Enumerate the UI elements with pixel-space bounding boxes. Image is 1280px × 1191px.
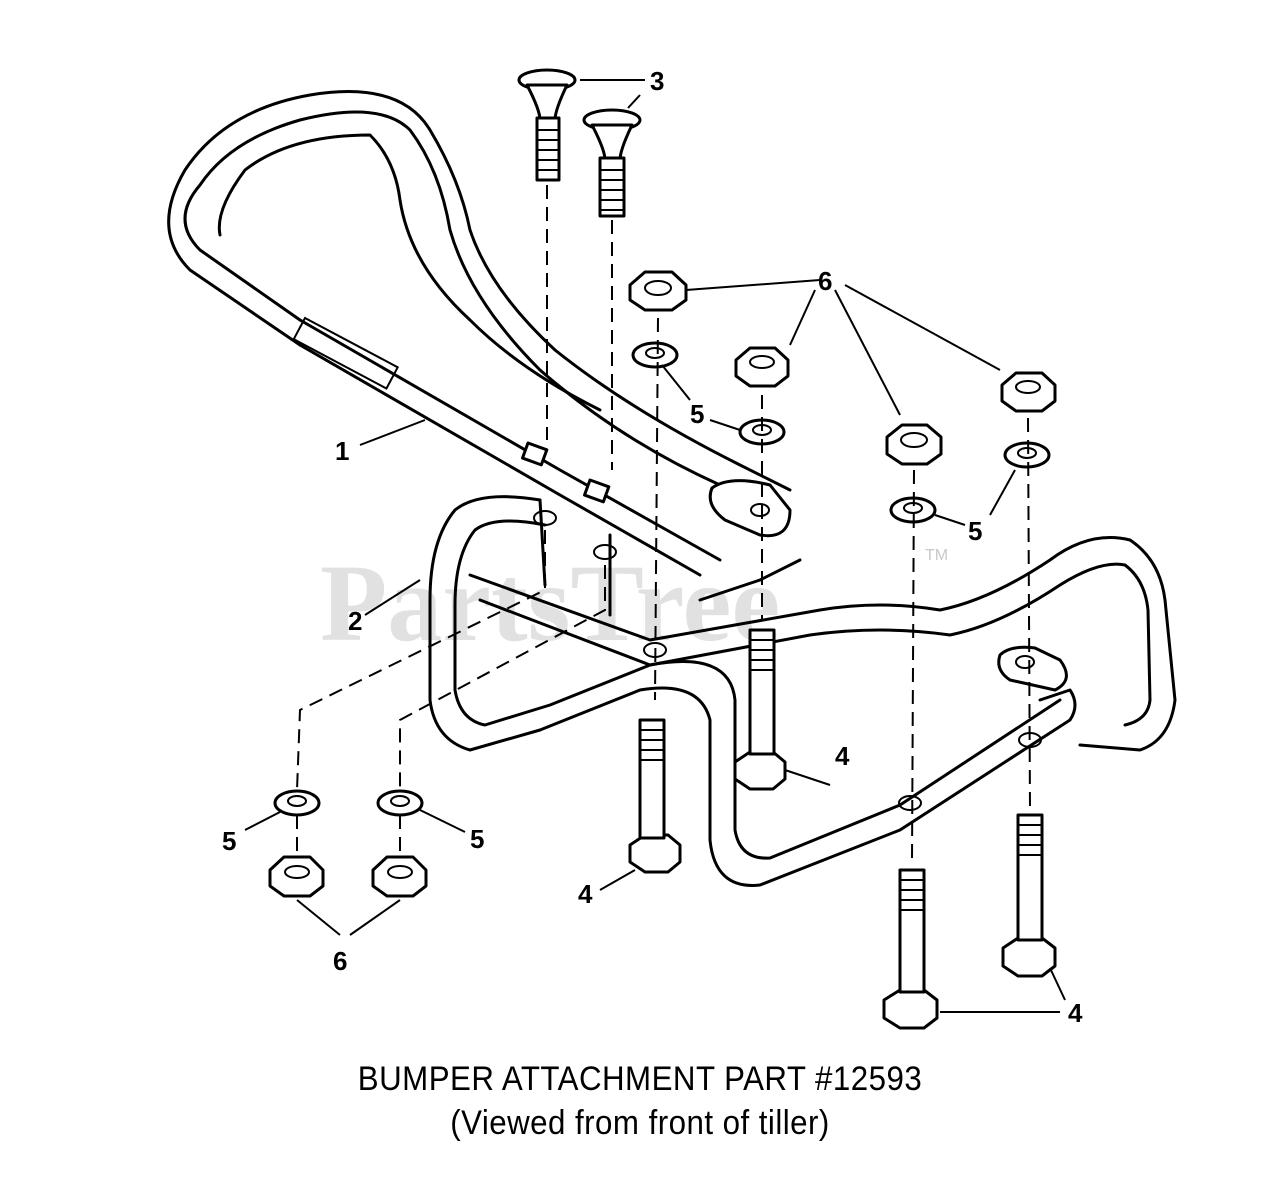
- leader-lines: [244, 79, 1066, 1013]
- lock-washer-5f: [376, 789, 424, 817]
- hex-bolt-4c: [882, 868, 939, 1030]
- callout-5-lower-center: 5: [470, 824, 484, 854]
- watermark-trademark: TM: [925, 547, 948, 564]
- hex-nut-6f: [371, 855, 428, 898]
- upper-bumper-bar: [167, 90, 792, 577]
- hex-nut-6b: [734, 346, 790, 388]
- callout-4-right: 4: [1068, 998, 1083, 1028]
- lower-bumper-frame: [428, 495, 1177, 887]
- callout-3: 3: [650, 66, 664, 96]
- caption-subtitle: (Viewed from front of tiller): [450, 1104, 830, 1142]
- callout-5-upper: 5: [690, 399, 704, 429]
- hex-nut-6d: [1000, 371, 1057, 413]
- lock-washer-5e: [273, 789, 321, 817]
- hex-nut-6c: [885, 423, 943, 466]
- hex-bolt-4d: [1001, 813, 1057, 978]
- callout-4-center: 4: [835, 741, 850, 771]
- callout-2: 2: [348, 606, 362, 636]
- hex-nut-6e: [268, 855, 325, 898]
- lock-washer-5a: [631, 341, 679, 369]
- caption-title: BUMPER ATTACHMENT PART #12593: [357, 1060, 923, 1098]
- callout-5-right: 5: [968, 516, 982, 546]
- assembly-center-lines: [296, 185, 1031, 861]
- lock-washer-5d: [1003, 441, 1051, 469]
- callout-1: 1: [335, 436, 349, 466]
- carriage-bolt-3a: [517, 68, 577, 182]
- hex-nut-6a: [628, 270, 688, 312]
- callout-4-left: 4: [578, 879, 593, 909]
- hex-bolt-4b: [733, 628, 787, 791]
- callout-6-upper: 6: [818, 266, 832, 296]
- callout-6-lower: 6: [333, 946, 347, 976]
- callout-5-lower-left: 5: [222, 826, 236, 856]
- carriage-bolt-3b: [582, 108, 642, 218]
- hex-bolt-4a: [628, 718, 682, 874]
